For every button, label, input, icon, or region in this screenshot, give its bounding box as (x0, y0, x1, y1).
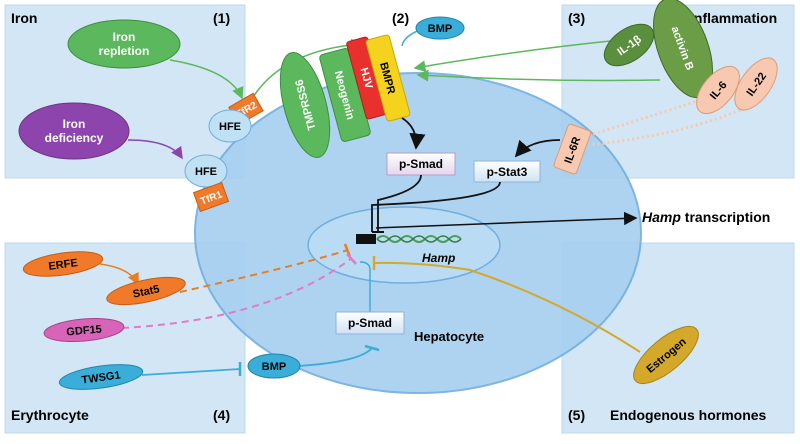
arrow-deficiency-to-hfe (127, 139, 183, 160)
hamp-transcription-label: Hamp transcription (642, 209, 770, 225)
stat5-label: Stat5 (132, 283, 161, 300)
panel-iron-number: (1) (213, 10, 230, 26)
pstat3-activates-hamp (371, 181, 501, 232)
iron-deficiency-label-line2: deficiency (45, 131, 104, 145)
twsg1-label: TWSG1 (81, 369, 121, 386)
arrow-bmpr-to-psmad (401, 117, 426, 150)
estrogen-inhibits-hamp (374, 261, 641, 353)
bmp-lower-bar (364, 344, 380, 352)
stat5-node (106, 276, 186, 306)
panel-iron-title: Iron (11, 10, 37, 26)
bmp-bottom-label: BMP (262, 361, 286, 373)
arrow-il1b-to-bmpr (416, 69, 661, 82)
tmprss6-node (279, 52, 331, 158)
gdf15-label: GDF15 (66, 323, 102, 338)
il6r-receptor (553, 123, 592, 175)
hamp-gene-label: Hamp (422, 251, 455, 265)
hfe-lower-node (184, 154, 228, 188)
bmpr-node (365, 34, 411, 122)
twsg1-node (58, 364, 144, 390)
estrogen-node (633, 326, 699, 384)
iron-repletion-node (67, 19, 181, 69)
arrow-erfe-to-stat5 (99, 263, 139, 286)
psmad-lower-to-hamp (359, 261, 371, 312)
pstat3-box (473, 160, 541, 183)
arrow-il6r-to-pstat3 (514, 139, 561, 158)
pstat3-label: p-Stat3 (487, 165, 528, 179)
bmp-top-node (415, 16, 465, 40)
psmad-lower-label: p-Smad (348, 316, 392, 330)
hjv-label: HJV (357, 66, 374, 90)
hfe-upper-label: HFE (219, 121, 241, 133)
panel-hormones-title: Endogenous hormones (610, 407, 767, 423)
hamp-dna-helix (376, 235, 462, 243)
gdf15-inhibition-bar (346, 253, 357, 265)
iron-deficiency-label-line1: Iron (63, 117, 86, 131)
bmp-top-label: BMP (428, 23, 452, 35)
panel-bmp-number: (2) (392, 10, 409, 26)
arrow-hamp-transcription (375, 211, 638, 229)
erfe-label: ERFE (48, 257, 79, 273)
hepatocyte-label: Hepatocyte (414, 329, 484, 344)
panel-inflammation-title: Inflammation (690, 10, 777, 26)
tfr1-receptor (192, 181, 230, 213)
psmad-activates-hamp (377, 174, 422, 232)
il6-to-receptor-link (589, 98, 701, 137)
gdf15-inhibits-hamp (121, 257, 353, 329)
panel-hormones-number: (5) (568, 407, 585, 423)
arrow-repletion-to-tfr2 (169, 59, 244, 100)
il6-node (696, 65, 740, 115)
il1b-node (603, 23, 655, 67)
hamp-dna-helix-2 (376, 235, 462, 243)
bmp-bottom-node (247, 353, 301, 379)
panel-inflammation-number: (3) (568, 10, 585, 26)
psmad-lower-box (335, 311, 405, 335)
hfe-upper-node (208, 109, 252, 143)
twsg1-inhibits-bmp (141, 368, 241, 376)
panel-erythrocyte-number: (4) (213, 407, 230, 423)
arrow-activin-to-bmpr (413, 39, 621, 73)
panel-erythrocyte-title: Erythrocyte (11, 407, 89, 423)
bmp-to-psmad-lower (297, 347, 373, 367)
il22-node (734, 57, 778, 111)
nucleus (307, 206, 501, 284)
iron-repletion-label-line1: Iron (113, 30, 136, 44)
hamp-promoter-block (356, 234, 376, 244)
hfe-lower-label: HFE (195, 166, 217, 178)
iron-deficiency-node (18, 102, 130, 160)
stat5-inhibits-hamp (179, 249, 349, 293)
iron-repletion-label-line2: repletion (99, 44, 150, 58)
psmad-upper-label: p-Smad (399, 157, 443, 171)
erfe-node (22, 251, 104, 277)
gdf15-node (43, 318, 125, 342)
il22-to-receptor-link (589, 108, 741, 147)
